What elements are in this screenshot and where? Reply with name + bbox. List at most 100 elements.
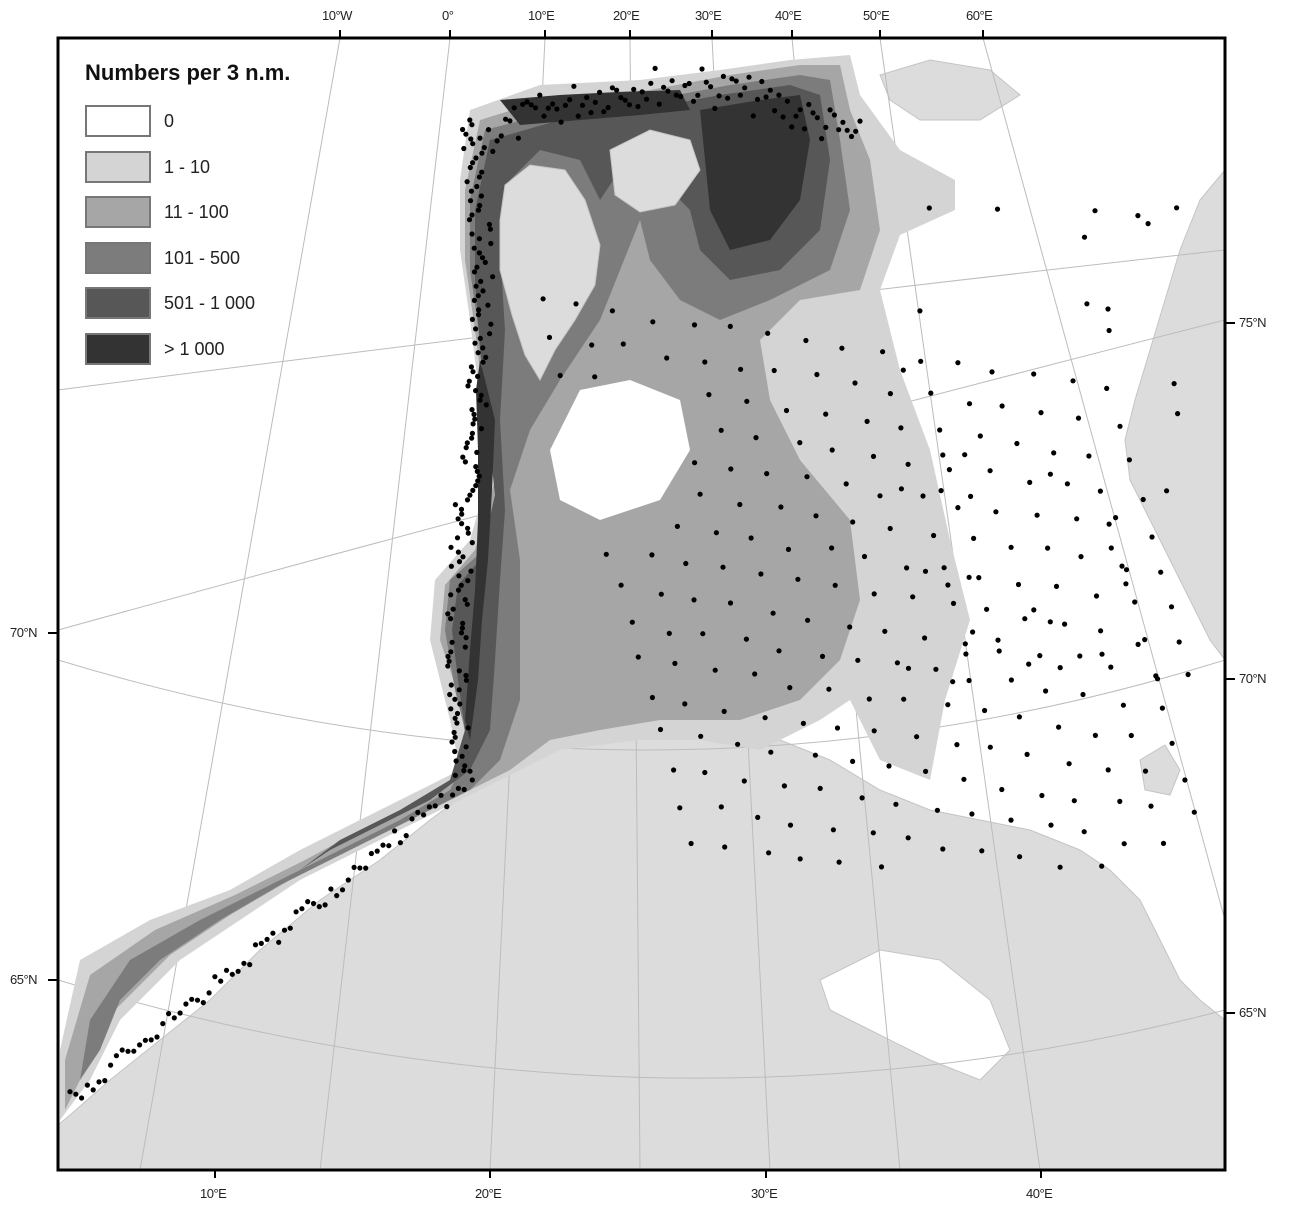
station-point: [449, 639, 455, 645]
station-point: [1053, 583, 1060, 590]
station-point: [452, 502, 458, 508]
station-point: [567, 97, 573, 103]
station-point: [474, 264, 480, 270]
station-point: [819, 136, 825, 142]
station-point: [836, 859, 842, 865]
station-point: [455, 587, 462, 593]
station-point: [476, 250, 482, 256]
station-point: [490, 148, 496, 154]
station-point: [918, 358, 924, 364]
station-point: [473, 326, 479, 332]
station-point: [813, 513, 819, 519]
station-point: [1081, 234, 1088, 240]
station-point: [852, 380, 858, 386]
density-over-1000-north: [700, 95, 810, 250]
station-point: [721, 708, 727, 715]
land-franz-josef: [879, 59, 1021, 121]
station-point: [471, 269, 478, 275]
station-point: [466, 217, 473, 223]
station-point: [639, 89, 645, 95]
station-point: [743, 636, 750, 642]
station-point: [871, 728, 877, 734]
station-point: [940, 452, 946, 458]
station-point: [113, 1053, 119, 1059]
station-point: [465, 725, 471, 731]
right-axis-label: 75°N: [1239, 315, 1267, 330]
station-point: [1045, 545, 1051, 551]
station-point: [1051, 450, 1057, 456]
station-point: [1062, 621, 1068, 627]
station-point: [783, 407, 790, 414]
density-over-1000-arc: [500, 90, 690, 125]
station-point: [363, 865, 369, 871]
station-point: [690, 98, 697, 104]
station-point: [1034, 512, 1040, 518]
station-point: [1132, 599, 1138, 605]
station-point: [787, 685, 793, 691]
station-point: [940, 846, 946, 852]
station-point: [1154, 676, 1161, 682]
station-point: [1071, 798, 1077, 804]
top-axis-label: 10°E: [528, 8, 555, 23]
station-point: [750, 113, 756, 119]
station-point: [532, 105, 539, 111]
station-point: [357, 865, 363, 871]
land-svalbard-overlay: [499, 164, 601, 382]
station-point: [212, 974, 218, 980]
station-point: [658, 591, 664, 597]
station-point: [1128, 732, 1134, 739]
station-point: [650, 319, 656, 325]
station-point: [993, 509, 999, 515]
station-point: [445, 653, 451, 660]
station-point: [475, 350, 481, 356]
station-point: [462, 597, 468, 603]
station-point: [235, 968, 241, 974]
station-point: [733, 78, 739, 84]
legend-swatch: [85, 151, 151, 183]
station-point: [475, 312, 482, 318]
station-point: [700, 631, 706, 637]
station-point: [79, 1095, 85, 1101]
legend-label: 1 - 10: [164, 157, 211, 177]
station-point: [452, 696, 458, 702]
station-point: [476, 236, 482, 242]
station-point: [592, 99, 598, 105]
station-point: [720, 73, 727, 79]
station-point: [478, 426, 484, 432]
station-point: [763, 94, 769, 100]
station-point: [392, 828, 398, 834]
station-point: [922, 568, 929, 574]
station-point: [108, 1062, 114, 1068]
station-point: [455, 785, 461, 792]
station-point: [571, 83, 577, 89]
station-point: [1047, 471, 1053, 477]
station-point: [485, 127, 492, 133]
station-point: [540, 296, 546, 302]
station-point: [461, 767, 467, 774]
station-point: [1171, 381, 1177, 387]
station-point: [452, 748, 458, 755]
station-point: [469, 407, 475, 413]
station-point: [463, 677, 469, 683]
station-point: [672, 660, 678, 667]
station-point: [996, 648, 1002, 654]
station-point: [755, 814, 761, 821]
station-point: [857, 118, 863, 124]
station-point: [488, 321, 494, 327]
station-point: [469, 777, 475, 783]
station-point: [223, 967, 230, 973]
station-point: [1142, 768, 1149, 774]
station-point: [448, 544, 454, 550]
station-point: [697, 491, 703, 497]
station-point: [1106, 521, 1112, 527]
station-point: [480, 288, 486, 294]
station-point: [90, 1087, 96, 1093]
station-point: [969, 811, 975, 817]
station-point: [575, 113, 581, 119]
station-point: [622, 97, 628, 103]
station-point: [754, 96, 761, 102]
station-point: [976, 575, 982, 581]
station-point: [458, 582, 464, 588]
station-point: [454, 535, 461, 541]
station-point: [1093, 593, 1100, 599]
